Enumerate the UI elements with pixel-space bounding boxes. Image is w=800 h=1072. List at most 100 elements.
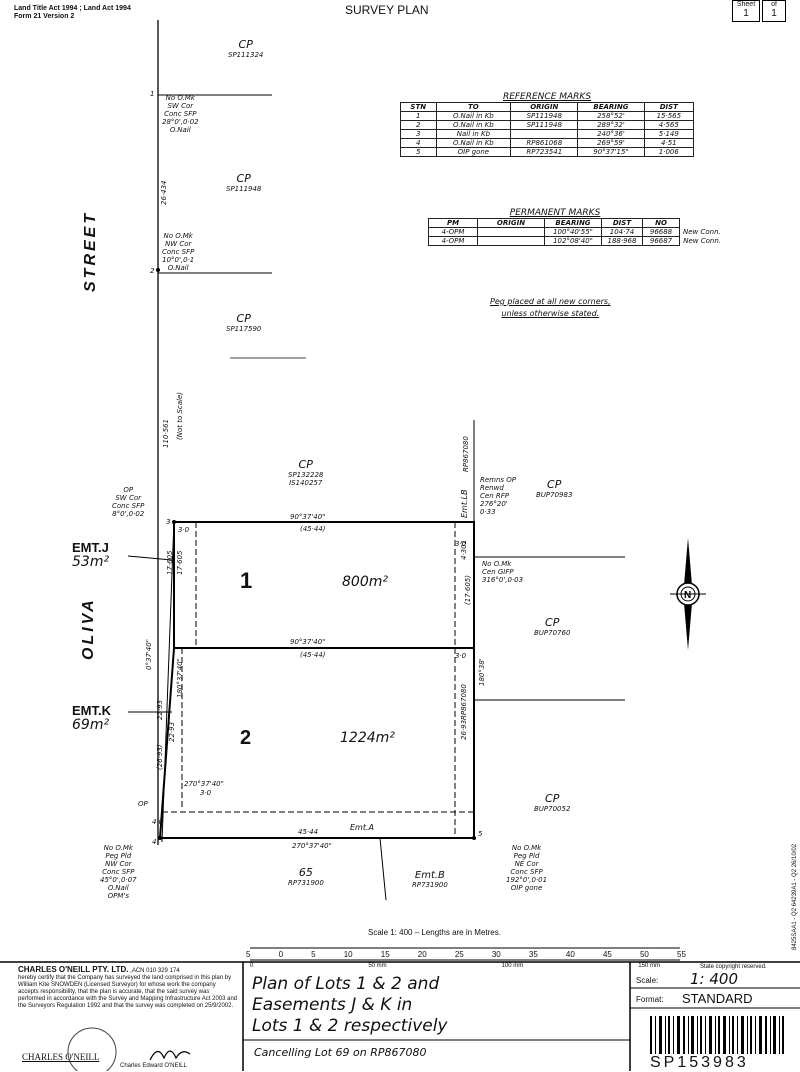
scale-label: 55	[677, 950, 686, 959]
sheet-box: Sheet 1	[732, 0, 760, 22]
table-cell: 188·968	[601, 236, 643, 246]
column-header: DIST	[643, 102, 695, 112]
bearing-right: 180°38'	[478, 658, 486, 686]
dist-top: (45·44)	[300, 525, 326, 533]
note-line: SW Cor	[167, 102, 194, 110]
dim-4-0: 4·0	[152, 818, 164, 826]
note-line: Cen GIFP	[482, 568, 514, 576]
scale-label: 20	[417, 950, 427, 959]
column-header: PM	[428, 218, 478, 228]
signature-icon	[149, 1050, 191, 1061]
barcode-icon	[650, 1016, 784, 1054]
column-header: BEARING	[577, 102, 645, 112]
scale-label: 25	[454, 950, 464, 959]
parcel-ref: SP132228	[288, 471, 324, 479]
reference-marks: REFERENCE MARKS STN TO ORIGIN BEARING DI…	[400, 92, 695, 157]
parcel-label: CP	[547, 478, 562, 491]
easement-lb: Emt.LB	[460, 489, 469, 518]
certificate-text: hereby certify that the Company has surv…	[18, 975, 238, 1009]
header-acts: Land Title Act 1994 ; Land Act 1994 Form…	[14, 5, 131, 21]
note-line: Conc SFP	[510, 868, 543, 876]
scale-label: 15	[380, 950, 390, 959]
peg-note: Peg placed at all new corners, unless ot…	[490, 296, 611, 320]
sheet-of-box: of 1	[762, 0, 786, 22]
column-header: ORIGIN	[510, 102, 579, 112]
table-row: 3 Nail in Kb 240°36' 5·149	[400, 129, 695, 139]
easement-a: Emt.A	[350, 823, 374, 832]
note-line: 45°0',0·07	[100, 876, 137, 884]
table-cell: RP723541	[510, 147, 579, 157]
rp-label-2: RP867080	[460, 684, 468, 720]
acts-text: Land Title Act 1994 ; Land Act 1994	[14, 5, 131, 12]
scale-bar-labels: 5 0 5 10 15 20 25 30 35 40 45 50 55	[246, 950, 686, 959]
table-cell: 100°40'55"	[544, 227, 602, 237]
dim-left-1b: 17·605	[176, 550, 184, 576]
parcel-label: CP	[545, 616, 560, 629]
table-cell: 1	[400, 111, 437, 121]
note-line: 276°20'	[480, 500, 508, 508]
bearing-bottom: 270°37'40"	[292, 842, 332, 850]
table-cell: New Conn.	[683, 237, 722, 245]
table-cell: O.Nail in Kb	[435, 138, 512, 148]
dist-bottom: 45·44	[298, 828, 319, 836]
lot-1-area: 800m²	[342, 574, 388, 590]
corner-2: 2	[150, 267, 155, 275]
scale-mm-label: 150 mm	[638, 963, 660, 969]
dim-mid-2: 22·93	[168, 721, 176, 742]
note-line: 316°0',0·03	[482, 576, 524, 584]
note-line: O.Nail	[167, 264, 189, 272]
table-cell: SP111948	[510, 111, 579, 121]
dim-mid-3: (26·93)	[156, 744, 164, 770]
table-cell: Nail in Kb	[435, 129, 512, 139]
dim-3-0-c: 3·0	[455, 540, 467, 548]
dist-emt: 3·0	[200, 789, 212, 797]
corner-note-6: No O.Mk Peg Pld NW Cor Conc SFP 45°0',0·…	[100, 844, 137, 900]
scale-label: 5	[311, 950, 316, 959]
table-cell: 240°36'	[577, 129, 645, 139]
table-cell: 90°37'15"	[577, 147, 645, 157]
table-cell: 96687	[642, 236, 680, 246]
table-row: 4-OPM 100°40'55" 104·74 96688 New Conn.	[428, 227, 725, 237]
dim-right-1b: (17·605)	[464, 575, 472, 605]
note-line: Remns OP	[480, 476, 517, 484]
scale-label: 50	[639, 950, 649, 959]
parcel-lot-65: 65 RP731900	[288, 866, 324, 887]
scale-mm-label: 50 mm	[368, 963, 387, 969]
table-row: 2 O.Nail in Kb SP111948 289°32' 4·565	[400, 120, 695, 130]
frontage-dist: 26·434	[160, 180, 168, 206]
note-line: No O.Mk	[165, 94, 195, 102]
table-cell	[477, 227, 545, 237]
table-cell: 2	[400, 120, 437, 130]
side-reference: 8425SAA1 - Q2 64239A1 - Q2 26/10/02	[792, 843, 798, 950]
not-to-scale: (Not to Scale)	[176, 391, 184, 440]
corner-note-5: No O.Mk Cen GIFP 316°0',0·03	[482, 560, 523, 584]
note-line: NW Cor	[164, 240, 192, 248]
scale-label: 40	[565, 950, 575, 959]
note-line: OPM's	[107, 892, 129, 900]
table-header-row: PM ORIGIN BEARING DIST NO	[428, 218, 725, 228]
parcel-ref-2: IS140257	[289, 479, 323, 487]
page-title: SURVEY PLAN	[345, 3, 429, 17]
reference-marks-table: STN TO ORIGIN BEARING DIST 1 O.Nail in K…	[400, 102, 695, 157]
note-line: SW Cor	[115, 494, 141, 502]
bearing-left: 0°37'40"	[145, 639, 153, 670]
table-cell: O.Nail in Kb	[435, 120, 512, 130]
bearing-mid: 90°37'40"	[290, 638, 326, 646]
column-header: BEARING	[544, 218, 602, 228]
table-cell: New Conn.	[683, 228, 721, 236]
table-header-row: STN TO ORIGIN BEARING DIST	[400, 102, 695, 112]
parcel-cp-5: CP BUP70983	[536, 478, 572, 499]
table-row: 5 OIP gone RP723541 90°37'15" 1·006	[400, 147, 695, 157]
table-cell: SP111948	[510, 120, 579, 130]
table-row: 4 O.Nail in Kb RP861068 269°59' 4·51	[400, 138, 695, 148]
table-cell: 269°59'	[577, 138, 645, 148]
street-name-street: STREET	[82, 210, 99, 292]
table-cell: 258°52'	[577, 111, 645, 121]
plan-title-line: Easements J & K in	[252, 995, 413, 1015]
easement-area: 53m²	[72, 554, 110, 570]
scale-mm-label: 100 mm	[501, 963, 524, 969]
scale-mm-labels: 0 50 mm 100 mm 150 mm	[250, 963, 660, 969]
parcel-ref: SP117590	[226, 325, 262, 333]
table-cell: 5·149	[643, 129, 695, 139]
